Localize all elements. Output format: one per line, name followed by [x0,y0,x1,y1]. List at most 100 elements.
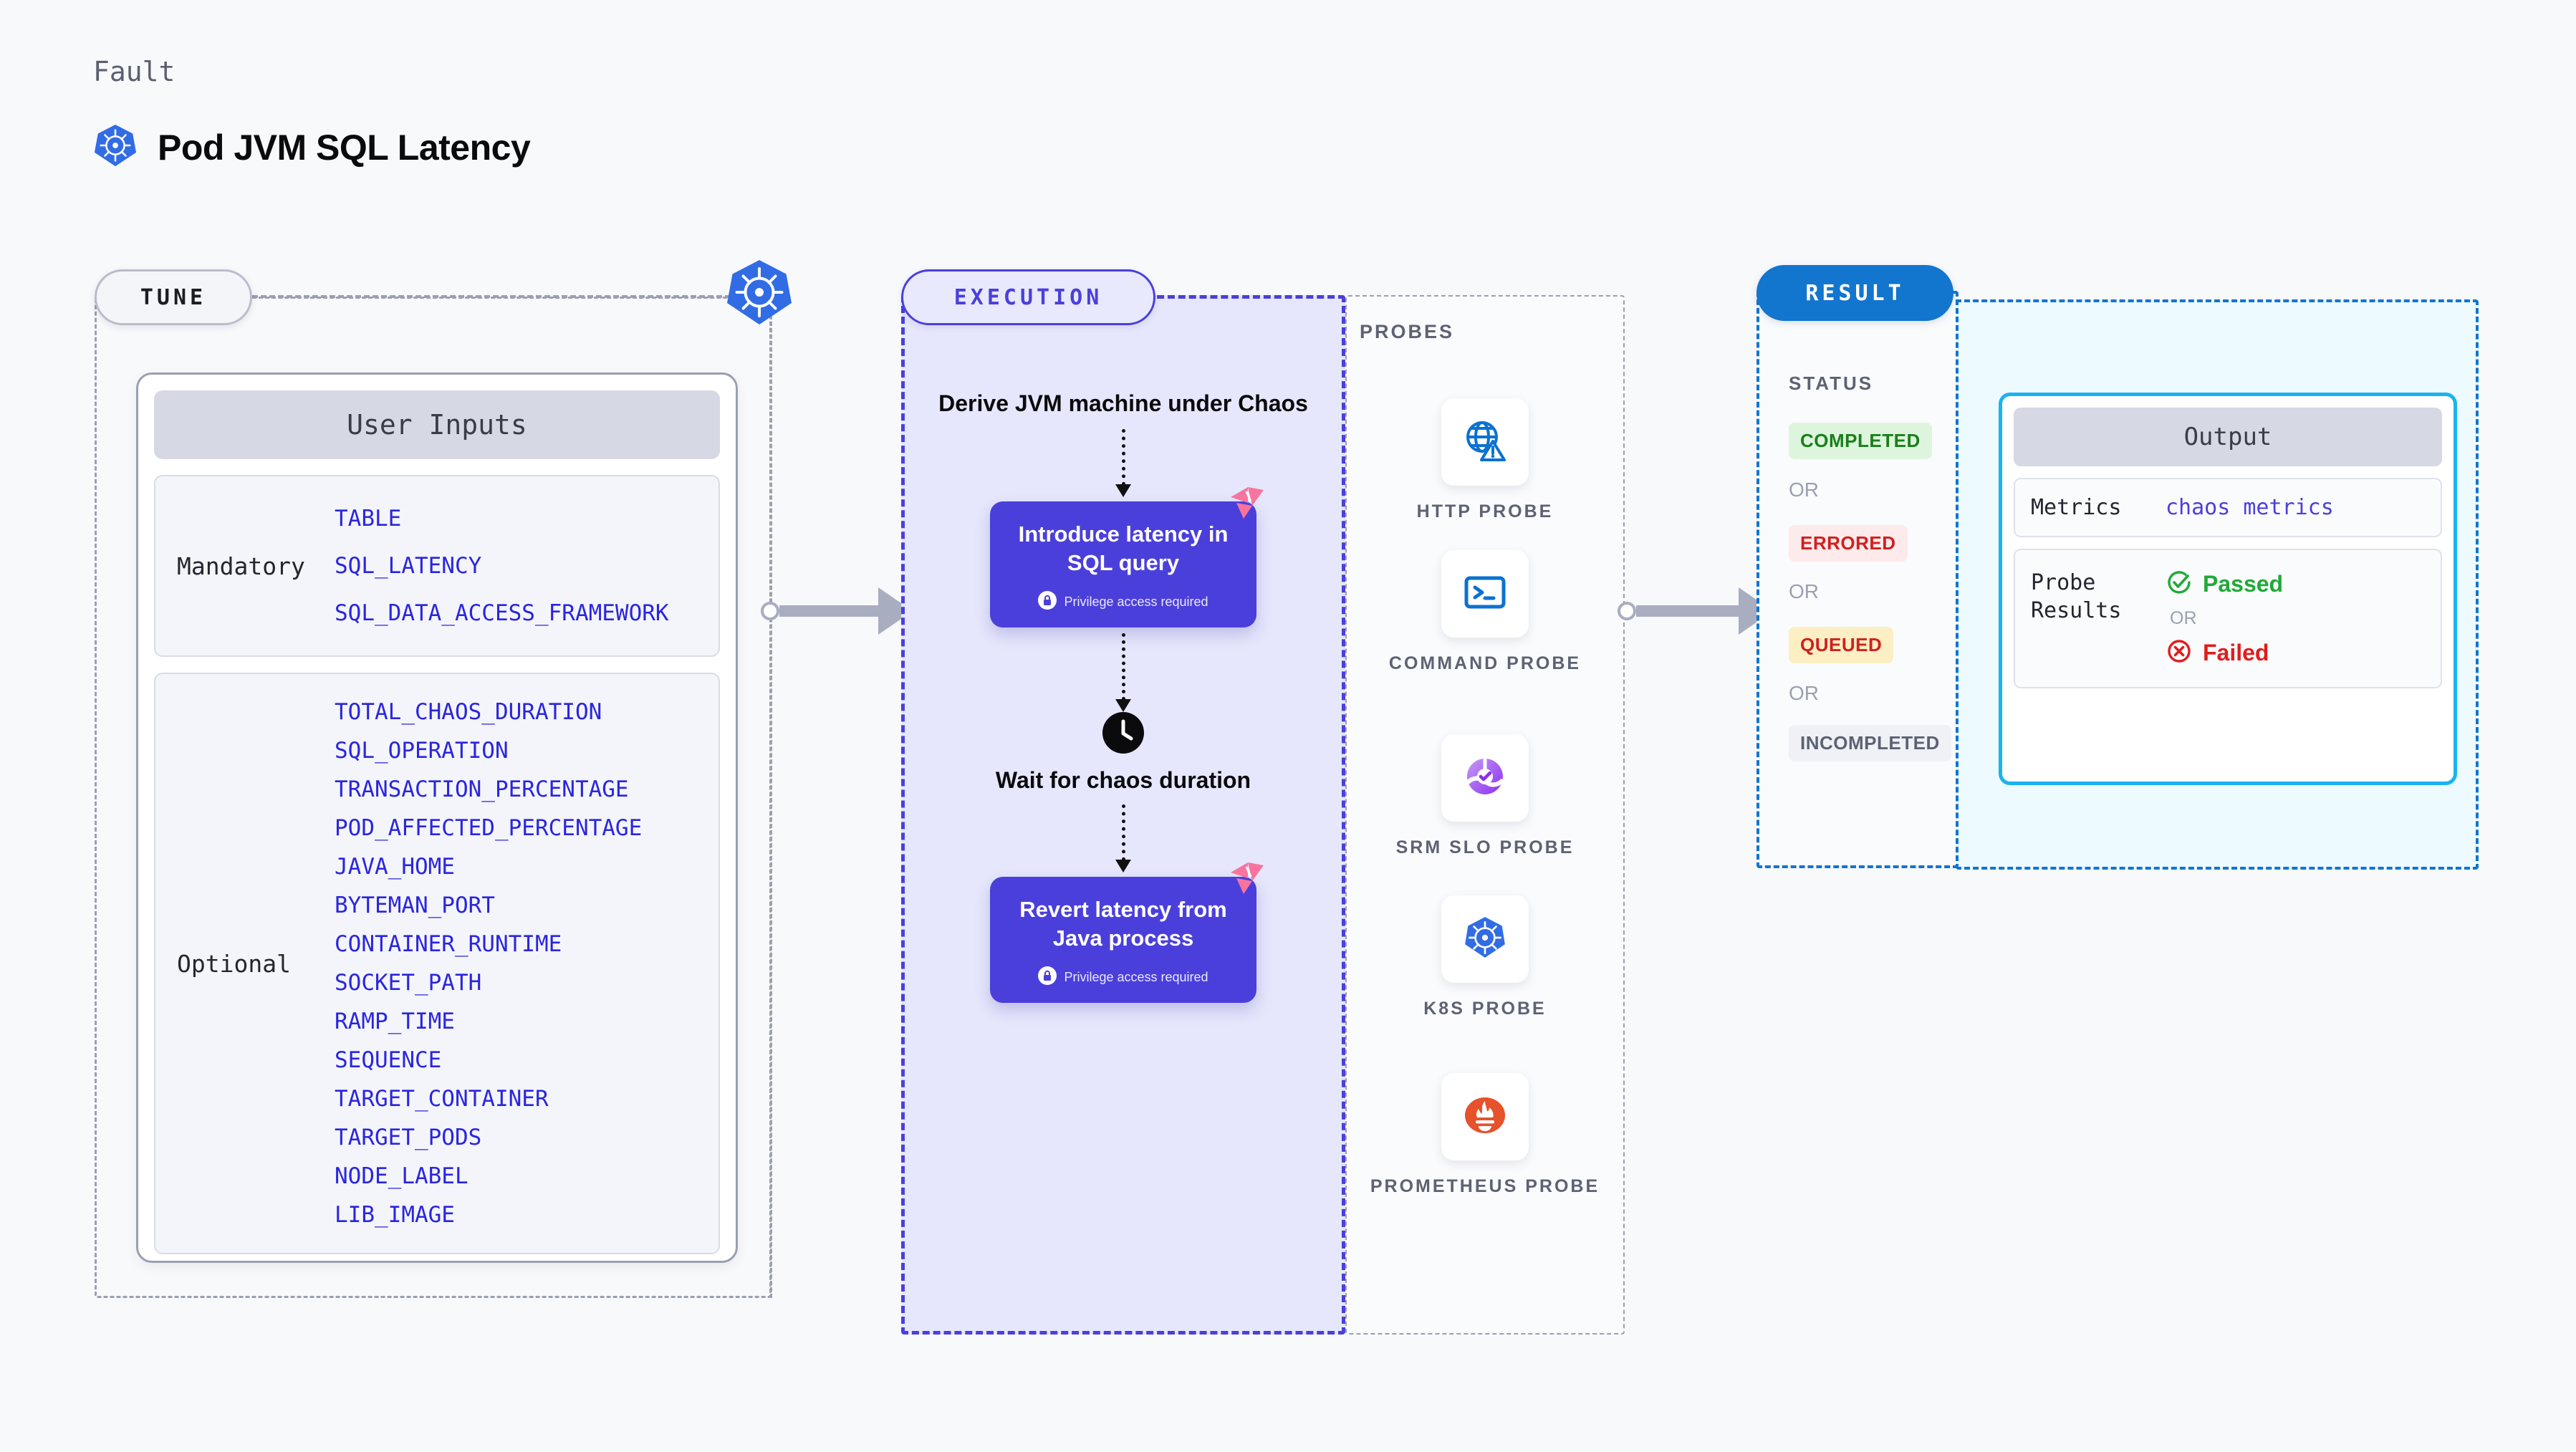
globe-warning-icon [1461,417,1509,468]
lock-icon [1038,966,1057,989]
param-item[interactable]: SQL_LATENCY [335,553,482,579]
output-metrics-value[interactable]: chaos metrics [2166,495,2334,520]
probe-results-or-label: OR [2170,608,2197,628]
mandatory-group-label: Mandatory [177,552,305,580]
check-circle-icon [2166,569,2193,600]
optional-group-label: Optional [177,949,291,978]
clock-icon [1102,711,1144,754]
param-item[interactable]: SQL_DATA_ACCESS_FRAMEWORK [335,600,669,626]
kubernetes-icon [725,258,794,327]
output-probe-results-row: Probe Results Passed OR [2014,549,2442,688]
param-item[interactable]: SOCKET_PATH [335,970,482,996]
result-status-panel [1756,291,1959,868]
tune-top-dashed-line [252,295,739,298]
lock-icon [1038,590,1057,613]
output-card: Output Metrics chaos metrics Probe Resul… [1999,393,2457,785]
status-badge-incompleted: INCOMPLETED [1789,725,1951,761]
status-badge-errored: ERRORED [1789,525,1908,562]
param-item[interactable]: NODE_LABEL [335,1163,468,1189]
connector-bar [1636,605,1740,617]
execution-step-revert-latency-card[interactable]: Revert latency from Java process Privile… [990,862,1264,1003]
output-header: Output [2014,408,2442,466]
param-item[interactable]: TARGET_PODS [335,1125,482,1150]
chaos-flag-icon [1226,484,1267,524]
param-item[interactable]: BYTEMAN_PORT [335,893,495,918]
param-item[interactable]: JAVA_HOME [335,854,455,880]
kubernetes-icon [93,123,138,171]
probe-label: COMMAND PROBE [1388,653,1582,673]
execution-step-wait-label: Wait for chaos duration [995,766,1251,793]
param-item[interactable]: SEQUENCE [335,1047,442,1073]
execution-flow: Derive JVM machine under Chaos Introduce… [901,295,1345,1335]
probe-item-k8s[interactable]: K8S PROBE [1345,895,1625,1021]
probe-result-passed: Passed [2166,569,2283,600]
probe-item-prometheus[interactable]: PROMETHEUS PROBE [1345,1073,1625,1199]
mandatory-inputs-group: Mandatory TABLE SQL_LATENCY SQL_DATA_ACC… [154,475,720,657]
execution-card-title: Revert latency from Java process [1019,896,1227,951]
execution-card-title: Introduce latency in SQL query [1018,521,1229,576]
mandatory-params-list: TABLE SQL_LATENCY SQL_DATA_ACCESS_FRAMEW… [335,495,669,637]
output-probe-results-label: Probe Results [2031,570,2122,623]
status-or-label: OR [1789,580,1819,602]
user-inputs-header: User Inputs [154,390,720,459]
connector-bar [779,605,880,617]
prometheus-icon [1461,1092,1509,1143]
param-item[interactable]: SQL_OPERATION [335,738,509,764]
probe-item-http[interactable]: HTTP PROBE [1345,398,1625,524]
connector-tune-to-execution [761,586,923,636]
connector-start-dot [761,602,779,620]
status-badge-completed: COMPLETED [1789,423,1932,459]
probe-label: HTTP PROBE [1416,501,1554,521]
terminal-icon [1461,569,1509,620]
output-metrics-row: Metrics chaos metrics [2014,478,2442,537]
probes-section-label: PROBES [1360,321,1455,342]
probe-item-srm-slo[interactable]: SRM SLO PROBE [1345,734,1625,860]
optional-inputs-group: Optional TOTAL_CHAOS_DURATION SQL_OPERAT… [154,673,720,1254]
probe-tile [1441,398,1529,486]
status-label: STATUS [1789,372,1874,394]
status-or-label: OR [1789,682,1819,704]
probe-label: K8S PROBE [1423,999,1547,1019]
param-item[interactable]: POD_AFFECTED_PERCENTAGE [335,815,643,841]
flow-arrow [1115,429,1131,498]
status-or-label: OR [1789,479,1819,501]
param-item[interactable]: TRANSACTION_PERCENTAGE [335,777,629,802]
probe-tile [1441,550,1529,638]
optional-params-list: TOTAL_CHAOS_DURATION SQL_OPERATION TRANS… [335,693,642,1234]
probe-label: SRM SLO PROBE [1395,837,1575,857]
probe-result-failed: Failed [2166,638,2283,668]
fault-eyebrow-label: Fault [93,56,176,87]
param-item[interactable]: TARGET_CONTAINER [335,1086,549,1112]
param-item[interactable]: RAMP_TIME [335,1009,455,1034]
privilege-badge-text: Privilege access required [1064,594,1208,609]
x-circle-icon [2166,638,2193,668]
chaos-flag-icon [1226,860,1267,900]
privilege-badge: Privilege access required [1003,590,1244,613]
srm-slo-icon [1461,753,1509,804]
page-title: Pod JVM SQL Latency [158,127,531,168]
probe-label: PROMETHEUS PROBE [1370,1176,1600,1196]
param-item[interactable]: LIB_IMAGE [335,1202,455,1228]
execution-step-derive-label: Derive JVM machine under Chaos [938,390,1308,416]
result-section-pill[interactable]: RESULT [1756,265,1953,321]
probe-results-values: Passed OR Failed [2166,569,2283,668]
param-item[interactable]: TABLE [335,506,402,532]
tune-right-dashed-line [770,315,772,1298]
param-item[interactable]: CONTAINER_RUNTIME [335,931,562,957]
execution-step-introduce-latency-card[interactable]: Introduce latency in SQL query Privilege… [990,487,1264,628]
probe-tile [1441,734,1529,822]
execution-section-pill[interactable]: EXECUTION [901,269,1155,325]
tune-section-pill[interactable]: TUNE [95,269,252,325]
probe-tile [1441,1073,1529,1160]
connector-start-dot [1618,602,1636,620]
privilege-badge: Privilege access required [1003,966,1244,989]
page-title-row: Pod JVM SQL Latency [93,123,531,171]
param-item[interactable]: TOTAL_CHAOS_DURATION [335,699,602,725]
probe-tile [1441,895,1529,983]
user-inputs-card: User Inputs Mandatory TABLE SQL_LATENCY … [136,372,738,1263]
kubernetes-icon [1461,914,1509,965]
flow-arrow [1115,633,1131,712]
flow-arrow [1115,804,1131,872]
privilege-badge-text: Privilege access required [1064,969,1208,984]
probe-item-command[interactable]: COMMAND PROBE [1345,550,1625,676]
